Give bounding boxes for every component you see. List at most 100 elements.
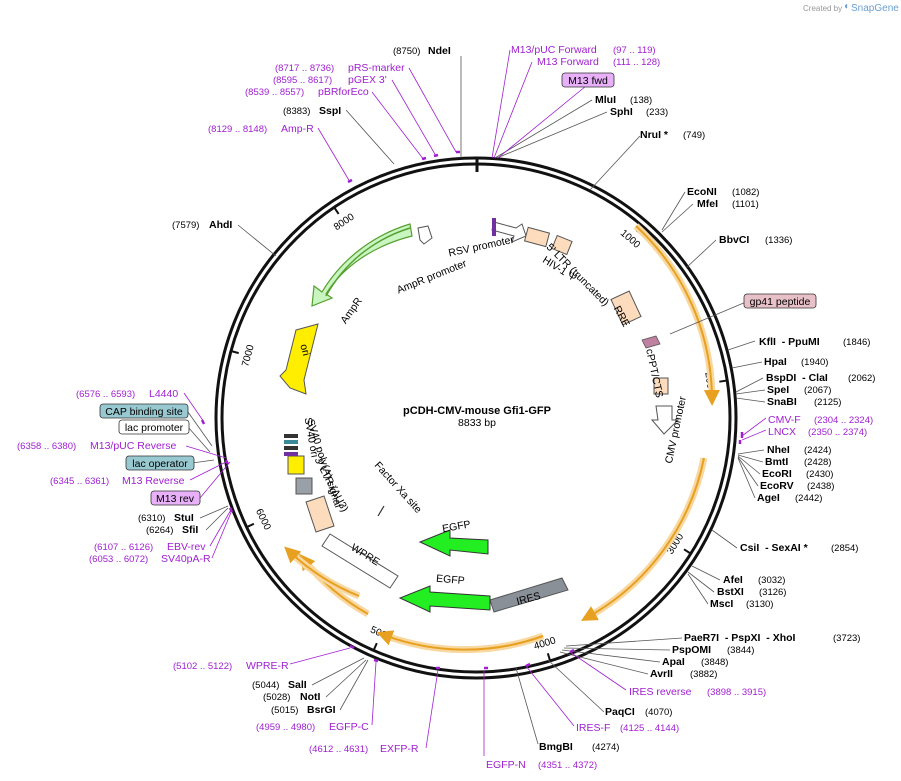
tick-mark (230, 350, 239, 355)
enzyme-csii-sexai[interactable]: CsiI - SexAI * (2854) (740, 542, 858, 554)
feature-ampr[interactable]: AmpR (311, 223, 413, 326)
feature-rsv-promoter[interactable]: RSV promoter (447, 218, 527, 259)
primer-wpre-r[interactable]: (5102 .. 5122) WPRE-R (173, 660, 289, 672)
enzyme-stui[interactable]: (6310) StuI (138, 512, 194, 524)
enzyme-sali[interactable]: (5044) SalI (252, 679, 307, 691)
enzyme-agei[interactable]: AgeI (2442) (757, 492, 822, 504)
svg-text:lac operator: lac operator (132, 458, 188, 470)
enzyme-bmti[interactable]: BmtI (2428) (765, 456, 831, 468)
enzyme-snabi[interactable]: SnaBI (2125) (767, 396, 841, 408)
enzyme-name: ApaI (662, 656, 685, 668)
enzyme-pspomi[interactable]: PspOMI (3844) (672, 644, 754, 656)
primer-ires-f[interactable]: IRES-F (4125 .. 4144) (576, 722, 679, 734)
enzyme-noti[interactable]: (5028) NotI (263, 691, 320, 703)
primer-prs-marker[interactable]: (8717 .. 8736) pRS-marker (275, 62, 405, 74)
enzyme-afei[interactable]: AfeI (3032) (723, 574, 785, 586)
enzyme-nrui[interactable]: NruI * (749) (640, 129, 705, 141)
enzyme-apai[interactable]: ApaI (3848) (662, 656, 728, 668)
enzyme-econi[interactable]: EcoNI (1082) (687, 186, 759, 198)
feature-ori[interactable]: ori (279, 323, 319, 395)
enzyme-hpai[interactable]: HpaI (1940) (764, 356, 828, 368)
svg-text:IRES-F: IRES-F (576, 722, 610, 734)
feature-egfp-2[interactable]: EGFP (418, 518, 489, 557)
enzyme-sfii[interactable]: (6264) SfiI (146, 524, 198, 536)
enzyme-ecori[interactable]: EcoRI (2430) (762, 468, 833, 480)
enzyme-avrii[interactable]: AvrII (3882) (650, 668, 717, 680)
svg-text:M13 rev: M13 rev (156, 493, 195, 505)
enzyme-name: MfeI (697, 198, 718, 210)
enzyme-leaders (199, 56, 766, 745)
enzyme-msci[interactable]: MscI (3130) (710, 598, 773, 610)
feature-rre[interactable]: RRE (610, 290, 642, 329)
enzyme-sspi[interactable]: (8383) SspI (283, 105, 341, 117)
enzyme-paqci[interactable]: PaqCI (4070) (605, 706, 672, 718)
enzyme-mlui[interactable]: MluI (138) (595, 94, 652, 106)
enzyme-bmgbi[interactable]: BmgBI (4274) (539, 741, 619, 753)
enzyme-name: EcoNI (687, 186, 717, 198)
primer-m13-reverse[interactable]: (6345 .. 6361) M13 Reverse (50, 475, 185, 487)
svg-text:5' LTR (truncated): 5' LTR (truncated) (544, 241, 612, 309)
enzyme-pos: (1846) (843, 337, 870, 348)
map-title: pCDH-CMV-mouse Gfi1-GFP (403, 405, 551, 417)
enzyme-bspdi-clai[interactable]: BspDI - ClaI (2062) (766, 372, 875, 384)
enzyme-name: EcoRI (762, 468, 792, 480)
enzyme-bsrgi[interactable]: (5015) BsrGI (271, 704, 336, 716)
feature-cmv-promoter[interactable]: CMV promoter (650, 395, 689, 465)
svg-text:(2350 .. 2374): (2350 .. 2374) (808, 427, 867, 438)
box-cap-binding-site[interactable]: CAP binding site (99, 403, 189, 419)
primer-ires-reverse[interactable]: IRES reverse (3898 .. 3915) (629, 686, 766, 698)
svg-text:(6345 .. 6361): (6345 .. 6361) (50, 476, 109, 487)
enzyme-pos: (3126) (759, 587, 786, 598)
primer-m13-puc-forward[interactable]: M13/pUC Forward (97 .. 119) (511, 44, 656, 56)
primer-cmv-f[interactable]: CMV-F (2304 .. 2324) (768, 414, 873, 426)
box-gp41-peptide[interactable]: gp41 peptide (743, 293, 817, 309)
primer-sv40pa-r[interactable]: (6053 .. 6072) SV40pA-R (89, 553, 211, 565)
svg-text:EXFP-R: EXFP-R (380, 743, 419, 755)
enzyme-pos: (8750) (393, 46, 420, 57)
primer-egfp-c[interactable]: (4959 .. 4980) EGFP-C (256, 721, 369, 733)
primer-marks (200, 150, 744, 670)
box-m13-rev[interactable]: M13 rev (150, 490, 201, 506)
primer-egfp-n[interactable]: EGFP-N (4351 .. 4372) (486, 759, 597, 771)
svg-text:(6107 .. 6126): (6107 .. 6126) (94, 542, 153, 553)
feature-factor-xa[interactable]: Factor Xa site (372, 460, 424, 517)
primer-pgex-3[interactable]: (8595 .. 8617) pGEX 3' (273, 74, 387, 86)
enzyme-ahdi[interactable]: (7579) AhdI (172, 219, 232, 231)
enzyme-ecorv[interactable]: EcoRV (2438) (760, 480, 834, 492)
tick-mark (333, 206, 340, 215)
enzyme-spei[interactable]: SpeI (2067) (767, 384, 831, 396)
box-leaders (187, 85, 747, 499)
tick-mark (683, 548, 692, 555)
enzyme-ndei[interactable]: (8750) NdeI (393, 45, 451, 57)
primer-m13-puc-reverse[interactable]: (6358 .. 6380) M13/pUC Reverse (17, 440, 177, 452)
enzyme-nhei[interactable]: NheI (2424) (767, 444, 831, 456)
box-lac-promoter[interactable]: lac promoter (118, 419, 190, 435)
primer-lncx[interactable]: LNCX (2350 .. 2374) (768, 426, 867, 438)
enzyme-bbvci[interactable]: BbvCI (1336) (719, 234, 792, 246)
primer-amp-r[interactable]: (8129 .. 8148) Amp-R (208, 123, 314, 135)
enzyme-pos: (2430) (806, 469, 833, 480)
svg-text:WPRE-R: WPRE-R (246, 660, 289, 672)
enzyme-pos: (2125) (814, 397, 841, 408)
primer-pbrforeco[interactable]: (8539 .. 8557) pBRforEco (245, 86, 369, 98)
enzyme-sphi[interactable]: SphI (233) (610, 106, 668, 118)
feature-cppt-cts[interactable]: cPPT/CTS (643, 348, 669, 399)
enzyme-name: SalI (288, 679, 307, 691)
enzyme-paer7i-pspxi-xhoi[interactable]: PaeR7I - PspXI - XhoI (3723) (684, 632, 860, 644)
box-lac-operator[interactable]: lac operator (125, 455, 195, 471)
enzyme-kfli-ppumi[interactable]: KflI - PpuMI (1846) (759, 336, 870, 348)
enzyme-bstxi[interactable]: BstXI (3126) (717, 586, 786, 598)
box-m13-fwd[interactable]: M13 fwd (561, 72, 615, 88)
enzyme-name: AfeI (723, 574, 743, 586)
enzyme-pos: (6264) (146, 525, 173, 536)
primer-m13-forward[interactable]: M13 Forward (111 .. 128) (537, 56, 660, 68)
primer-l4440[interactable]: (6576 .. 6593) L4440 (76, 388, 178, 400)
enzyme-name: KflI - PpuMI (759, 336, 820, 348)
feature-egfp-1[interactable]: EGFP (398, 573, 491, 613)
primer-exfp-r[interactable]: (4612 .. 4631) EXFP-R (309, 743, 419, 755)
enzyme-mfei[interactable]: MfeI (1101) (697, 198, 759, 210)
enzyme-pos: (233) (646, 107, 668, 118)
feature-ires[interactable]: IRES (489, 577, 569, 613)
primer-ebv-rev[interactable]: (6107 .. 6126) EBV-rev (94, 541, 206, 553)
